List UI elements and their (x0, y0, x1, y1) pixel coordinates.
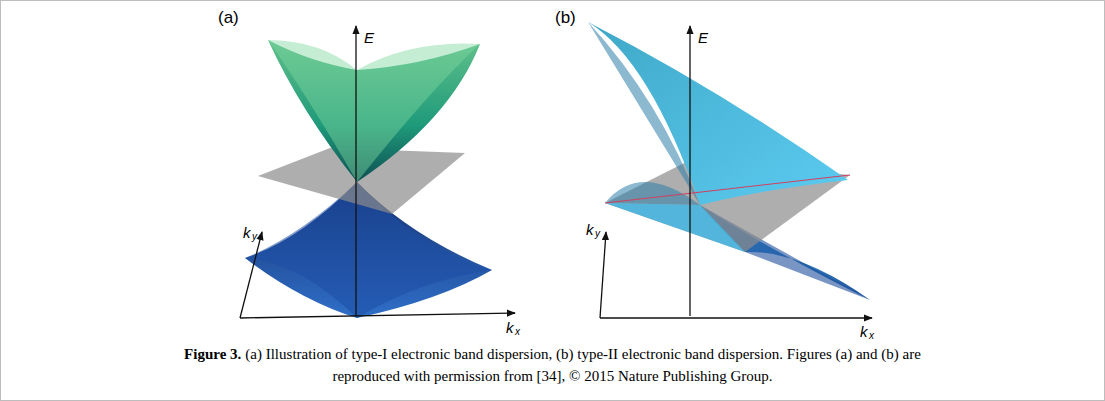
figure-number: Figure 3. (184, 346, 241, 362)
panel-label: (a) (218, 9, 239, 26)
caption-text: (a) Illustration of type-I electronic ba… (245, 346, 921, 384)
type-two-cone (588, 22, 872, 318)
axis-subscript: x (869, 331, 874, 341)
axis-label: E (364, 30, 374, 45)
panel-label: (b) (555, 9, 576, 26)
axis-subscript: y (595, 229, 600, 239)
axis-label: k (506, 320, 514, 335)
caption-block: Figure 3.(a) Illustration of type-I elec… (150, 343, 955, 387)
axis-label: k (586, 222, 594, 237)
axis-subscript: y (252, 232, 257, 242)
type-one-cone (240, 26, 515, 318)
axis-label: k (860, 324, 868, 339)
axis-label: k (243, 225, 251, 240)
axis-label: E (698, 30, 708, 45)
axis-subscript: x (515, 327, 520, 337)
